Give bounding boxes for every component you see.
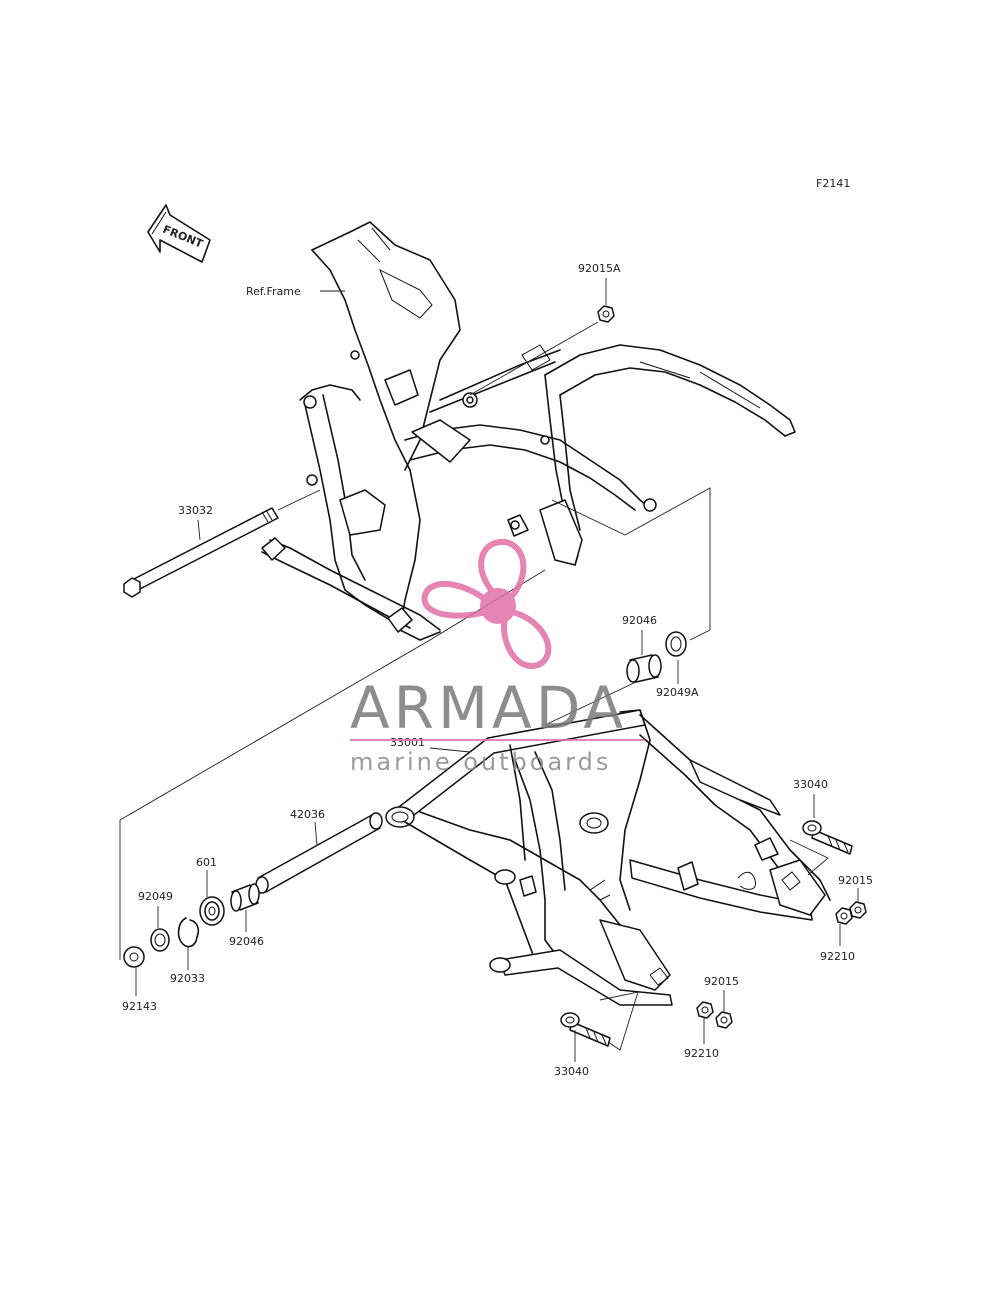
pivot-shaft-33032 <box>123 507 279 598</box>
propeller-logo-icon <box>421 538 552 669</box>
bearing-601 <box>199 896 225 926</box>
swingarm-illustration <box>385 709 831 1006</box>
nut-92015a <box>597 305 615 323</box>
callout-92015a: 92015A <box>578 262 621 275</box>
ref-frame-label: Ref.Frame <box>246 285 301 298</box>
front-label: FRONT <box>161 223 205 251</box>
callout-92046-upper: 92046 <box>622 614 657 627</box>
callout-92049a: 92049A <box>656 686 699 699</box>
watermark-tagline: marine outboards <box>350 748 611 776</box>
figure-code: F2141 <box>816 177 850 190</box>
chain-adjuster-33040-lower <box>560 1012 611 1047</box>
callout-92015-lower: 92015 <box>704 975 739 988</box>
frame-illustration <box>261 221 796 641</box>
circlip-92033 <box>177 917 200 948</box>
callout-33040-upper: 33040 <box>793 778 828 791</box>
callout-92049: 92049 <box>138 890 173 903</box>
nut-92015-lower <box>715 1011 733 1029</box>
seal-92049a <box>665 631 687 657</box>
callout-33032: 33032 <box>178 504 213 517</box>
callout-42036: 42036 <box>290 808 325 821</box>
bearing-92046-upper <box>626 654 662 683</box>
callout-92033: 92033 <box>170 972 205 985</box>
callout-92015-right: 92015 <box>838 874 873 887</box>
chain-adjuster-33040-upper <box>802 820 853 855</box>
pivot-pipe-42036 <box>255 812 383 894</box>
callout-92143: 92143 <box>122 1000 157 1013</box>
washer-92210-right <box>835 907 853 925</box>
callout-601: 601 <box>196 856 217 869</box>
callout-92046-lower: 92046 <box>229 935 264 948</box>
callout-92210-lower: 92210 <box>684 1047 719 1060</box>
washer-92210-lower <box>696 1001 714 1019</box>
callout-33040-lower: 33040 <box>554 1065 589 1078</box>
armada-watermark: ARMADA marine outboards <box>350 538 645 776</box>
seal-92049 <box>150 928 170 952</box>
front-arrow-icon: FRONT <box>147 204 211 263</box>
bearing-92046-lower <box>230 883 260 912</box>
callout-92210-right: 92210 <box>820 950 855 963</box>
nut-92015-right <box>849 901 867 919</box>
watermark-brand: ARMADA <box>350 674 627 742</box>
cap-92143 <box>123 946 145 968</box>
